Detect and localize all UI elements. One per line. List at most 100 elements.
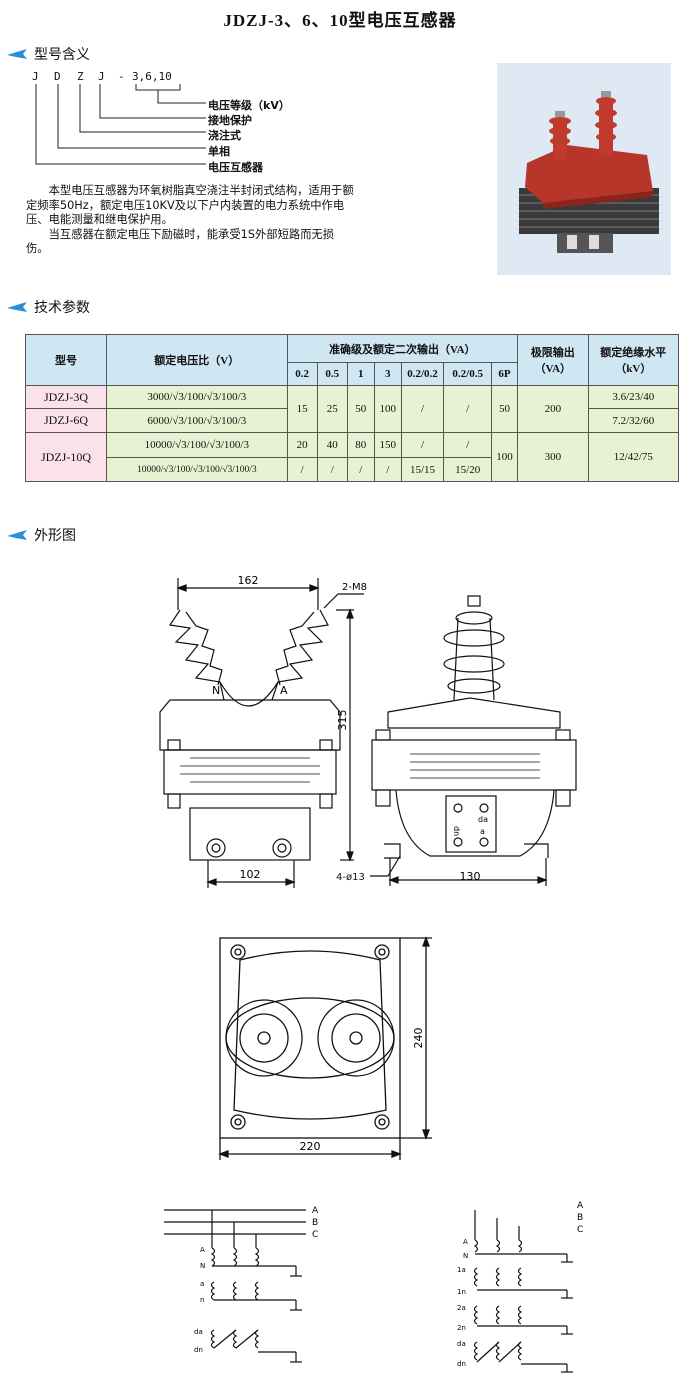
value-cell: 100 xyxy=(491,432,519,482)
ratio-cell: 10000/√3/100/√3/100/3 xyxy=(105,432,288,458)
description-para: 本型电压互感器为环氧树脂真空浇注半封闭式结构，适用于额定频率50Hz，额定电压1… xyxy=(26,184,354,226)
label-n: n xyxy=(200,1296,204,1304)
label-dn: dn xyxy=(457,1360,466,1368)
phase-a: A xyxy=(312,1206,319,1216)
value-cell: 80 xyxy=(346,432,375,458)
section-title: 型号含义 xyxy=(34,47,90,63)
label-da: da xyxy=(457,1340,466,1348)
terminal-a-side: a xyxy=(480,827,485,836)
col-header-insulation: 额定绝缘水平（kV） xyxy=(587,334,680,386)
value-cell: 40 xyxy=(316,432,348,458)
class-header: 6P xyxy=(491,362,519,386)
label-N: N xyxy=(200,1262,205,1270)
class-header: 1 xyxy=(346,362,375,386)
section-tech-params: 技术参数 xyxy=(6,297,90,317)
legend-ground: 接地保护 xyxy=(208,114,252,127)
label-dn: dn xyxy=(194,1346,203,1354)
terminal-da: da xyxy=(478,815,488,824)
value-cell: / xyxy=(400,385,445,433)
value-cell: / xyxy=(373,457,402,482)
class-header: 0.2/0.2 xyxy=(400,362,445,386)
dim-base: 102 xyxy=(240,868,261,881)
code-letter: J xyxy=(98,70,105,83)
model-cell: JDZJ-10Q xyxy=(25,432,107,482)
phase-c: C xyxy=(577,1225,583,1235)
label-2a: 2a xyxy=(457,1304,466,1312)
bullet-icon xyxy=(7,302,27,312)
value-cell: / xyxy=(346,457,375,482)
dim-width: 162 xyxy=(238,574,259,587)
value-cell: 50 xyxy=(346,385,375,433)
col-header-ratio: 额定电压比（V） xyxy=(105,334,288,386)
phase-b: B xyxy=(312,1218,318,1228)
legend-cast: 浇注式 xyxy=(208,129,241,142)
insulation-cell: 7.2/32/60 xyxy=(587,408,680,433)
label-1n: 1n xyxy=(457,1288,466,1296)
class-header: 0.2 xyxy=(286,362,318,386)
value-cell: / xyxy=(443,432,493,458)
terminal-dn: dn xyxy=(452,826,461,836)
section-title: 外形图 xyxy=(34,528,76,544)
value-cell: 150 xyxy=(373,432,402,458)
spec-table: 型号 额定电压比（V） 准确级及额定二次输出（VA） 极限输出（VA） 额定绝缘… xyxy=(25,334,680,482)
top-view-drawing: 240 220 xyxy=(218,936,432,1160)
dim-top-height: 240 xyxy=(412,1028,425,1049)
phase-c: C xyxy=(312,1230,318,1240)
code-letter: Z xyxy=(77,70,84,83)
dim-top-width: 220 xyxy=(300,1140,321,1153)
description: 本型电压互感器为环氧树脂真空浇注半封闭式结构，适用于额定频率50Hz，额定电压1… xyxy=(26,184,356,257)
bullet-icon xyxy=(7,530,27,540)
col-header-limit: 极限输出（VA） xyxy=(517,334,589,386)
value-cell: 15/15 xyxy=(400,457,445,482)
ratio-cell: 3000/√3/100/√3/100/3 xyxy=(105,385,288,409)
model-cell: JDZJ-3Q xyxy=(25,385,107,409)
bullet-icon xyxy=(7,49,27,59)
class-header: 0.5 xyxy=(316,362,348,386)
section-title: 技术参数 xyxy=(34,300,90,316)
value-cell: 25 xyxy=(316,385,348,433)
dim-side-width: 130 xyxy=(460,870,481,883)
legend-voltage: 电压等级（kV） xyxy=(208,99,290,112)
code-letter: J xyxy=(32,70,39,83)
model-cell: JDZJ-6Q xyxy=(25,408,107,433)
insulation-cell: 3.6/23/40 xyxy=(587,385,680,409)
value-cell: / xyxy=(316,457,348,482)
front-view-drawing: 162 2-M8 315 N A 102 xyxy=(159,574,367,888)
side-view-drawing: dn da a 130 xyxy=(370,595,577,886)
value-cell: 50 xyxy=(491,385,519,433)
label-da: da xyxy=(194,1328,203,1336)
value-cell: / xyxy=(443,385,493,433)
label-a: a xyxy=(200,1280,204,1288)
model-code-lines xyxy=(35,84,206,165)
ratio-cell: 6000/√3/100/√3/100/3 xyxy=(105,408,288,433)
label-2n: 2n xyxy=(457,1324,466,1332)
col-header-model: 型号 xyxy=(25,334,107,386)
value-cell: / xyxy=(400,432,445,458)
holes-label: 4-ø13 xyxy=(336,872,365,883)
limit-cell: 300 xyxy=(517,432,589,482)
class-header: 0.2/0.5 xyxy=(443,362,493,386)
label-N: N xyxy=(463,1252,468,1260)
code-letter: - xyxy=(118,70,125,83)
label-A: A xyxy=(463,1238,468,1246)
dim-height: 315 xyxy=(336,710,349,731)
product-photo xyxy=(497,63,671,275)
page-title: JDZJ-3、6、10型电压互感器 xyxy=(223,11,457,30)
wiring-diagram-right: A B C A N 1a 1n 2a 2n da dn xyxy=(457,1201,584,1373)
section-outline: 外形图 xyxy=(6,525,76,545)
legend-vt: 电压互感器 xyxy=(208,161,263,174)
description-para: 当互感器在额定电压下励磁时，能承受1S外部短路而无损伤。 xyxy=(26,227,335,256)
label-1a: 1a xyxy=(457,1266,466,1274)
value-cell: 15 xyxy=(286,385,318,433)
bolt-label: 2-M8 xyxy=(342,582,367,593)
value-cell: 20 xyxy=(286,432,318,458)
code-letter: 3,6,10 xyxy=(132,70,172,83)
col-header-accuracy: 准确级及额定二次输出（VA） xyxy=(286,334,519,363)
phase-b: B xyxy=(577,1213,583,1223)
ratio-cell: 10000/√3/100/√3/100/√3/100/3 xyxy=(105,457,288,482)
value-cell: 15/20 xyxy=(443,457,493,482)
label-A: A xyxy=(200,1246,205,1254)
code-letter: D xyxy=(54,70,61,83)
section-model-meaning: 型号含义 xyxy=(6,44,90,64)
phase-a: A xyxy=(577,1201,584,1211)
